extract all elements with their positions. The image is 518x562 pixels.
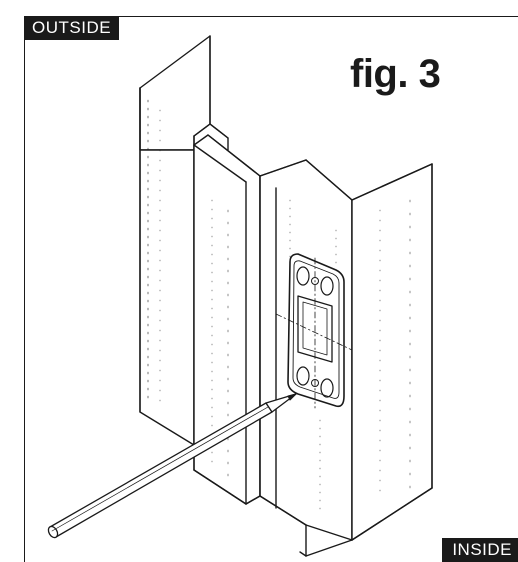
frame-top-rule <box>24 16 518 17</box>
outside-side-label: OUTSIDE <box>24 16 120 40</box>
frame-left-rule <box>24 16 25 562</box>
frame-bottom-edge <box>193 444 353 557</box>
strike-centerlines <box>275 257 353 409</box>
frame-casing-return <box>351 163 433 541</box>
inside-side-label: INSIDE <box>442 538 518 562</box>
strike-plate <box>287 253 345 408</box>
figure-number-label: fig. 3 <box>350 52 441 96</box>
pencil-icon <box>47 393 297 539</box>
